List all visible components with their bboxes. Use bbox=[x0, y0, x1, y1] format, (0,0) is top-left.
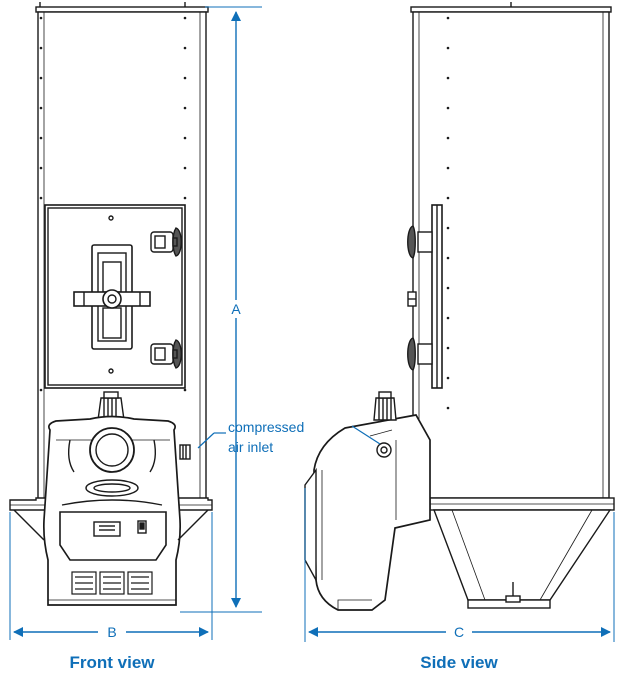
side-rivets bbox=[446, 16, 450, 410]
pump-housing-front bbox=[42, 415, 182, 606]
front-view-caption: Front view bbox=[69, 653, 155, 672]
dimension-a: A bbox=[180, 6, 262, 613]
side-view-caption: Side view bbox=[420, 653, 498, 672]
side-nozzle bbox=[373, 391, 397, 421]
air-inlet-label-line2: air inlet bbox=[228, 439, 273, 455]
front-nozzle bbox=[97, 391, 125, 421]
side-view-drawing bbox=[304, 2, 615, 611]
side-air-inlet-callout bbox=[351, 425, 381, 445]
side-door-profile bbox=[407, 204, 443, 389]
dimension-c: C bbox=[304, 488, 615, 642]
dimension-b: B bbox=[9, 512, 213, 640]
pump-housing-side bbox=[304, 414, 431, 611]
hopper-cone bbox=[432, 509, 612, 609]
dimension-b-label: B bbox=[107, 624, 116, 640]
rivets-right bbox=[183, 16, 187, 392]
dimension-a-label: A bbox=[231, 301, 241, 317]
front-view-drawing bbox=[9, 2, 213, 606]
inspection-door bbox=[44, 204, 186, 389]
air-inlet-fitting bbox=[179, 444, 191, 460]
vent-grille bbox=[71, 571, 153, 595]
air-inlet-callout: compressed air inlet bbox=[197, 419, 304, 455]
dimension-c-label: C bbox=[454, 624, 464, 640]
rivets-left bbox=[39, 16, 43, 392]
air-inlet-label-line1: compressed bbox=[228, 419, 304, 435]
door-clamp-upper bbox=[150, 227, 182, 257]
door-clamp-lower bbox=[150, 339, 182, 369]
